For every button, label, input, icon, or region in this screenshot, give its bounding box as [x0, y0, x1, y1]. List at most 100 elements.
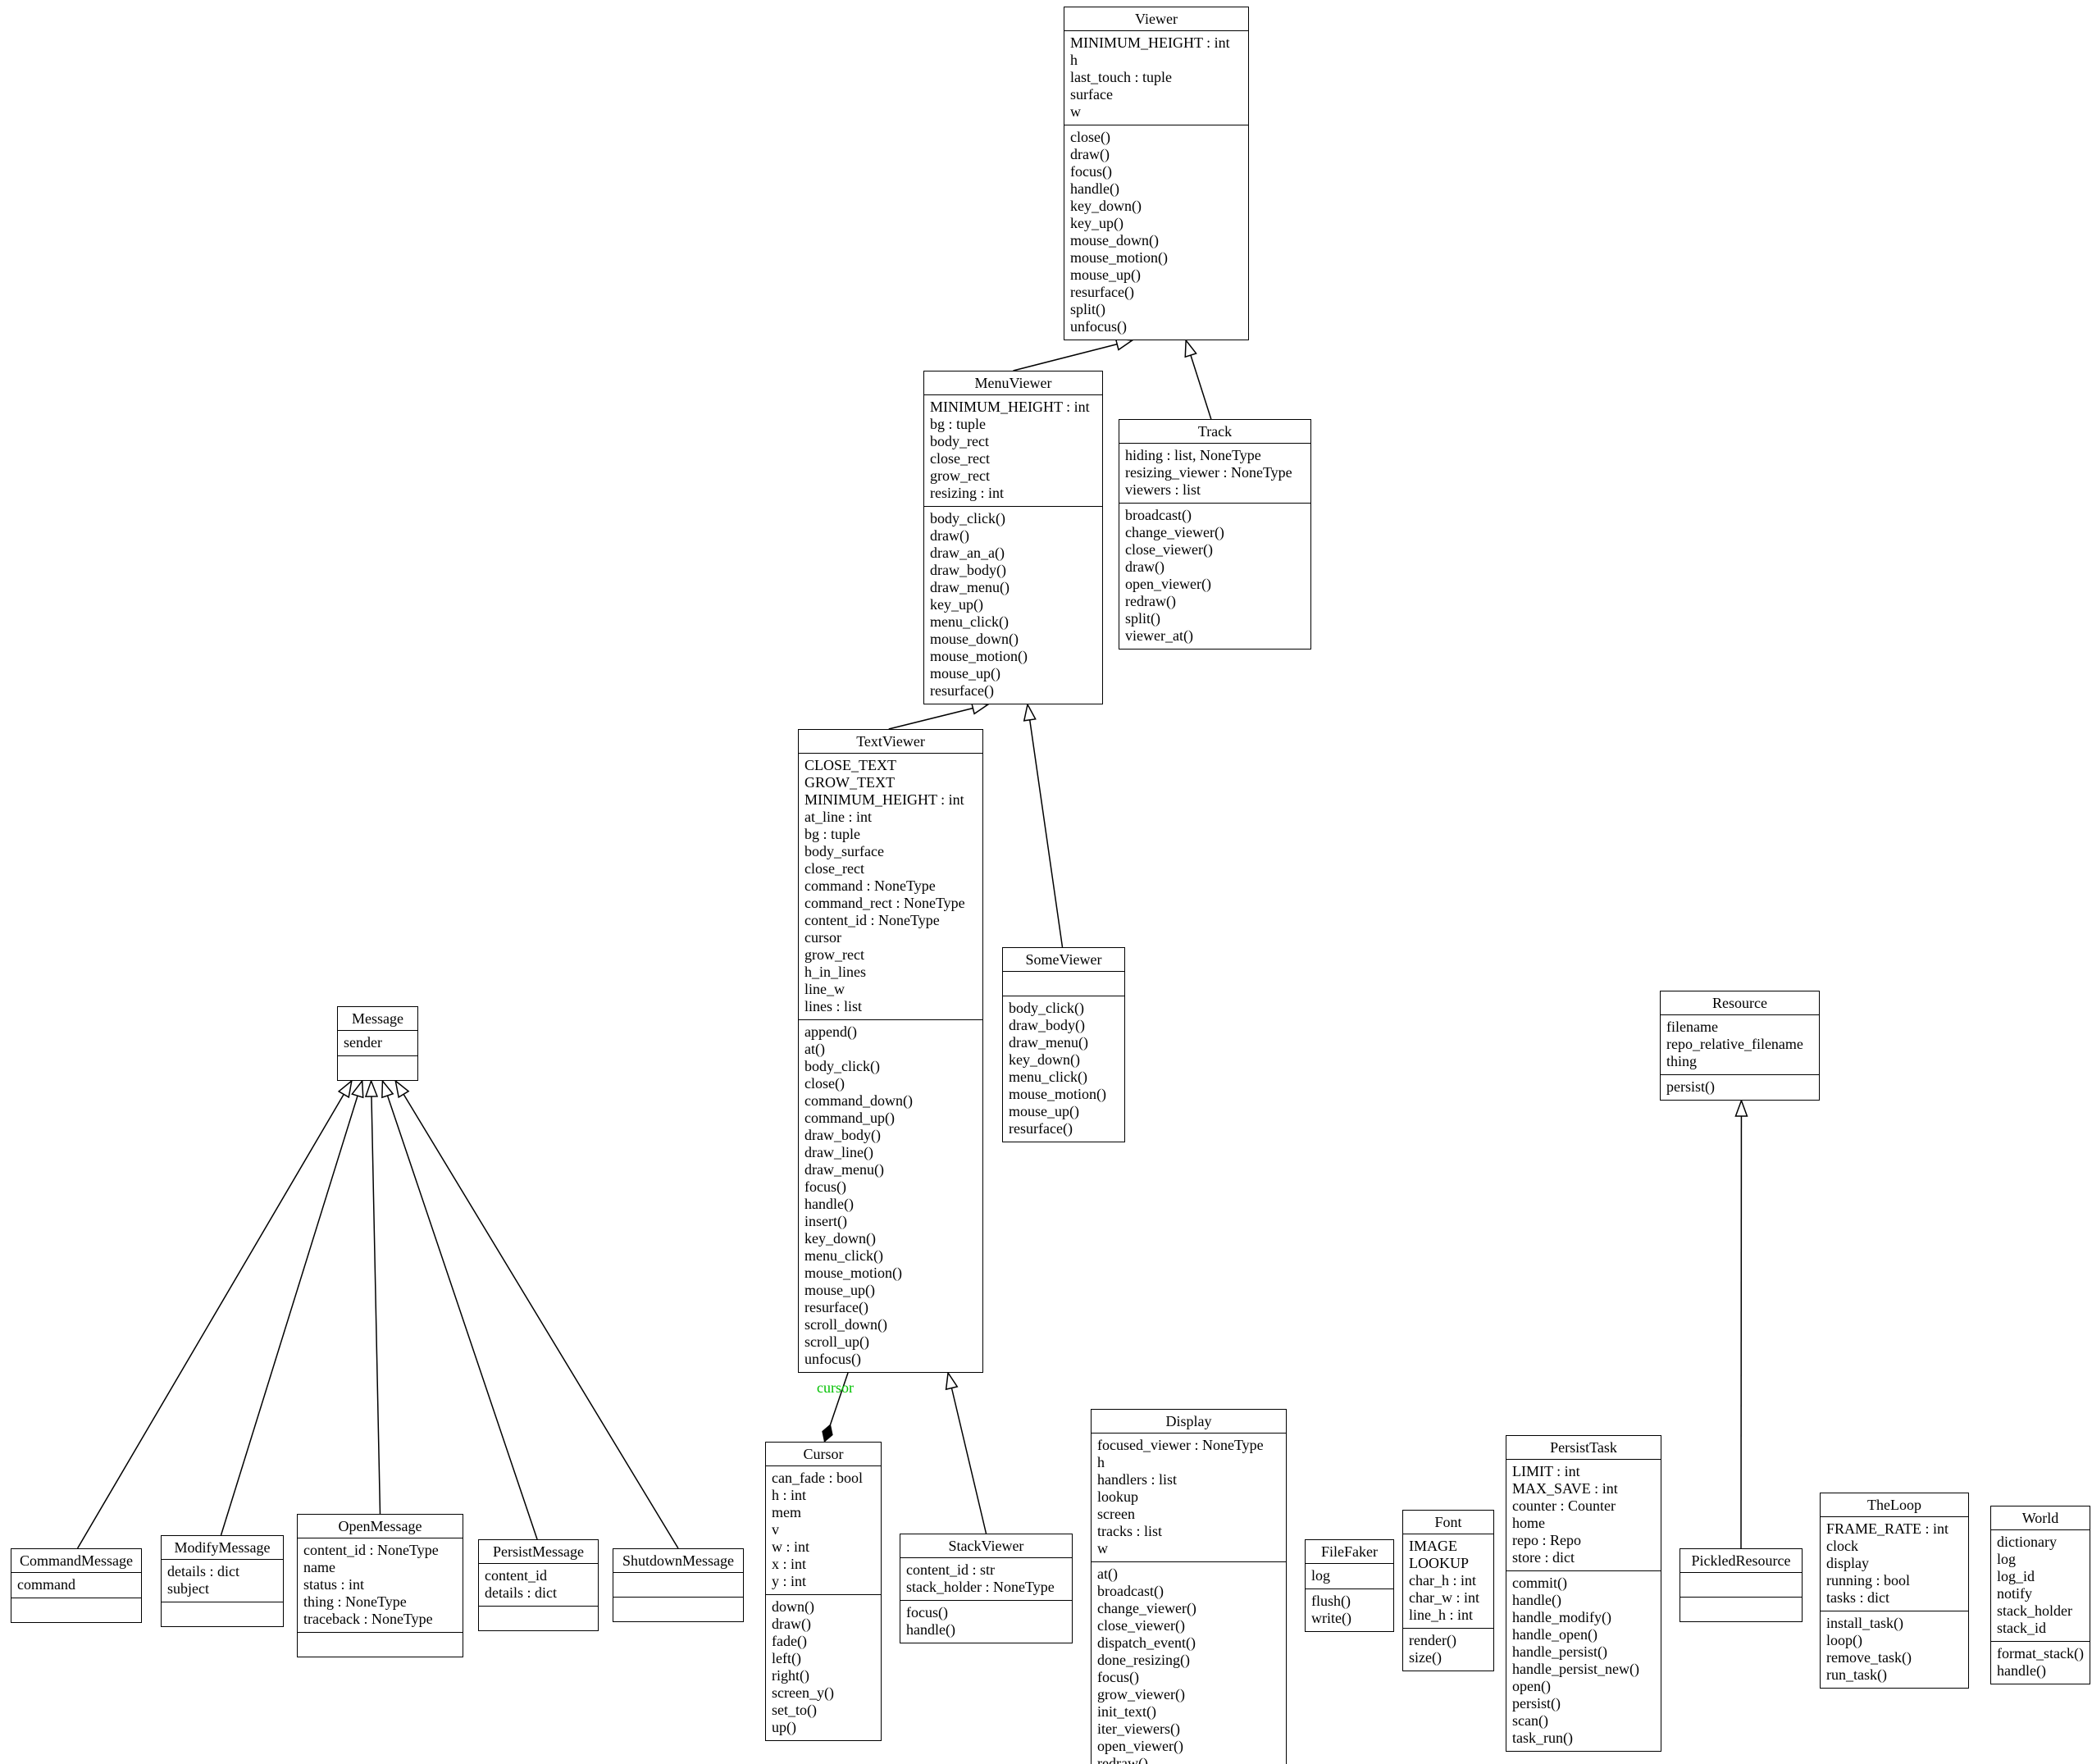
class-title-shutdownmessage: ShutdownMessage — [622, 1552, 734, 1569]
method: open_viewer() — [1125, 576, 1211, 592]
method: key_up() — [1070, 215, 1123, 231]
attribute: v — [772, 1521, 779, 1538]
attribute: traceback : NoneType — [303, 1611, 433, 1627]
class-methods-theloop: install_task()loop()remove_task()run_tas… — [1821, 1611, 1968, 1688]
class-title-stackviewer: StackViewer — [948, 1538, 1024, 1554]
class-title-persisttask: PersistTask — [1550, 1439, 1617, 1456]
attribute: command : NoneType — [804, 877, 936, 894]
method: draw_body() — [930, 562, 1006, 578]
method: draw_menu() — [804, 1161, 884, 1178]
method: draw_menu() — [930, 579, 1010, 595]
method: handle_persist() — [1512, 1643, 1607, 1660]
method: scan() — [1512, 1712, 1548, 1729]
method: close() — [1070, 129, 1110, 145]
attribute: char_h : int — [1409, 1572, 1476, 1589]
method: handle() — [1512, 1592, 1561, 1608]
method: draw_body() — [1009, 1017, 1085, 1033]
method: open_viewer() — [1097, 1738, 1183, 1754]
attribute: char_w : int — [1409, 1589, 1479, 1606]
class-title-track: Track — [1197, 423, 1233, 440]
method: format_stack() — [1997, 1645, 2084, 1661]
attribute: viewers : list — [1125, 481, 1201, 498]
method: append() — [804, 1023, 857, 1040]
method: write() — [1311, 1610, 1351, 1626]
attribute: cursor — [804, 929, 841, 946]
class-methods-stackviewer: focus()handle() — [900, 1600, 1072, 1643]
attribute: x : int — [772, 1556, 807, 1572]
method: handle_modify() — [1512, 1609, 1611, 1625]
method: draw_body() — [804, 1127, 881, 1143]
inheritance-edge-textviewer-to-menuviewer — [888, 701, 990, 730]
method: handle() — [1997, 1662, 2046, 1679]
attribute: body_rect — [930, 433, 989, 449]
attribute: line_w — [804, 981, 845, 997]
method: key_down() — [1009, 1051, 1080, 1068]
attribute: sender — [344, 1034, 382, 1051]
attribute: stack_holder — [1997, 1602, 2072, 1619]
method: persist() — [1512, 1695, 1561, 1712]
method: unfocus() — [1070, 318, 1127, 335]
method: viewer_at() — [1125, 627, 1193, 644]
class-title-textviewer: TextViewer — [856, 733, 925, 750]
method: iter_viewers() — [1097, 1721, 1180, 1737]
method: focus() — [906, 1604, 948, 1620]
attribute: command — [17, 1576, 75, 1593]
attribute: CLOSE_TEXT — [804, 757, 896, 773]
attribute: y : int — [772, 1573, 807, 1589]
method: size() — [1409, 1649, 1442, 1666]
attribute: running : bool — [1826, 1572, 1910, 1589]
method: mouse_motion() — [804, 1265, 902, 1281]
method: split() — [1070, 301, 1105, 317]
method: handle_open() — [1512, 1626, 1597, 1643]
edge-label-cursor: cursor — [817, 1379, 854, 1396]
inheritance-edge-track-to-viewer — [1184, 338, 1212, 420]
attribute: name — [303, 1559, 335, 1575]
class-title-commandmessage: CommandMessage — [20, 1552, 133, 1569]
class-methods-openmessage — [298, 1632, 463, 1657]
inheritance-edge-commandmessage-to-message — [76, 1079, 353, 1549]
class-methods-font: render()size() — [1403, 1628, 1493, 1671]
attribute: resizing_viewer : NoneType — [1125, 464, 1292, 481]
method: loop() — [1826, 1632, 1862, 1648]
method: key_down() — [1070, 198, 1142, 214]
class-methods-message — [338, 1055, 417, 1080]
class-methods-persisttask: commit()handle()handle_modify()handle_op… — [1506, 1570, 1661, 1751]
method: at() — [1097, 1566, 1118, 1582]
method: init_text() — [1097, 1703, 1156, 1720]
method: body_click() — [1009, 1000, 1084, 1016]
attribute: MINIMUM_HEIGHT : int — [930, 399, 1090, 415]
method: split() — [1125, 610, 1160, 627]
method: mouse_down() — [1070, 232, 1159, 248]
method: persist() — [1666, 1078, 1715, 1095]
class-attributes-shutdownmessage — [613, 1572, 743, 1597]
method: draw() — [1070, 146, 1110, 162]
attribute: dictionary — [1997, 1534, 2057, 1550]
attribute: can_fade : bool — [772, 1470, 863, 1486]
inheritance-edge-stackviewer-to-textviewer — [945, 1370, 987, 1534]
attribute: counter : Counter — [1512, 1497, 1616, 1514]
class-title-display: Display — [1165, 1413, 1212, 1429]
attribute: display — [1826, 1555, 1869, 1571]
class-methods-shutdownmessage — [613, 1597, 743, 1621]
attribute: log — [1311, 1567, 1331, 1584]
inheritance-edge-menuviewer-to-viewer — [1013, 338, 1134, 371]
attribute: tasks : dict — [1826, 1589, 1889, 1606]
attribute: stack_id — [1997, 1620, 2046, 1636]
inheritance-edge-someviewer-to-menuviewer — [1023, 702, 1064, 948]
attribute: h — [1097, 1454, 1105, 1470]
method: mouse_up() — [804, 1282, 875, 1298]
attribute: handlers : list — [1097, 1471, 1177, 1488]
method: remove_task() — [1826, 1649, 1912, 1666]
class-methods-filefaker: flush()write() — [1306, 1589, 1393, 1631]
